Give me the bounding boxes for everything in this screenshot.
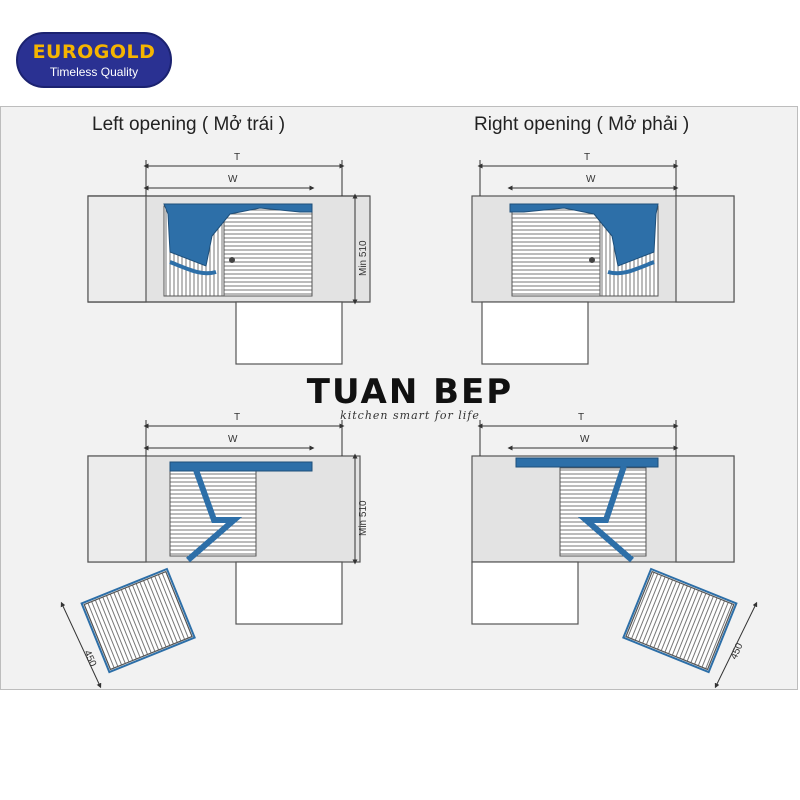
diagram-right-closed: T W <box>471 152 735 365</box>
adjacent-cabinet <box>471 561 579 625</box>
dim-w-label: W <box>580 434 590 445</box>
heading-right-opening: Right opening ( Mở phải ) <box>474 114 690 135</box>
side-panel <box>675 455 735 563</box>
basket-rear <box>559 467 647 557</box>
adjacent-cabinet <box>235 561 343 625</box>
basket-swung-out <box>80 567 196 674</box>
swing-arm <box>186 468 243 563</box>
dim-depth-label: Min 510 <box>358 500 369 536</box>
swing-arm <box>577 465 634 563</box>
swing-rail <box>515 457 659 468</box>
diagram-left-closed: T W Min 510 <box>87 152 371 365</box>
basket-rear <box>511 205 601 297</box>
dim-t-label: T <box>578 412 584 423</box>
logo-brand-name: EUROGOLD <box>32 41 156 63</box>
swing-mechanism <box>509 203 659 267</box>
side-panel <box>87 455 147 563</box>
tuanbep-watermark: TUAN BEP kitchen smart for life <box>298 373 522 422</box>
adjacent-cabinet <box>235 301 343 365</box>
dim-angle-label: 450 <box>729 641 746 661</box>
logo-tagline: Timeless Quality <box>49 65 139 79</box>
side-panel <box>675 195 735 303</box>
dim-depth-label: Min 510 <box>358 240 369 276</box>
dim-w-label: W <box>228 174 238 185</box>
swing-mechanism <box>163 203 313 267</box>
watermark-tagline: kitchen smart for life <box>340 409 480 422</box>
dim-w-label: W <box>586 174 596 185</box>
diagram-left-open: T W Min 510 450 <box>60 412 369 689</box>
diagram-right-open: T W 450 <box>471 412 758 689</box>
watermark-name: TUAN BEP <box>306 372 514 412</box>
dim-t-label: T <box>584 152 590 163</box>
basket-swung-out <box>622 567 738 674</box>
basket-rear <box>223 205 313 297</box>
heading-left-opening: Left opening ( Mở trái ) <box>92 114 286 135</box>
dimension-lines: T W 450 <box>477 412 758 689</box>
side-panel <box>87 195 147 303</box>
dim-t-label: T <box>234 412 240 423</box>
dim-t-label: T <box>234 152 240 163</box>
eurogold-logo: EUROGOLD Timeless Quality <box>16 32 172 88</box>
dim-angle-label: 450 <box>81 649 98 669</box>
swing-rail <box>169 461 313 472</box>
dim-w-label: W <box>228 434 238 445</box>
dimension-lines: T W <box>477 152 679 196</box>
dimension-lines: T W Min 510 <box>143 152 369 305</box>
adjacent-cabinet <box>481 301 589 365</box>
